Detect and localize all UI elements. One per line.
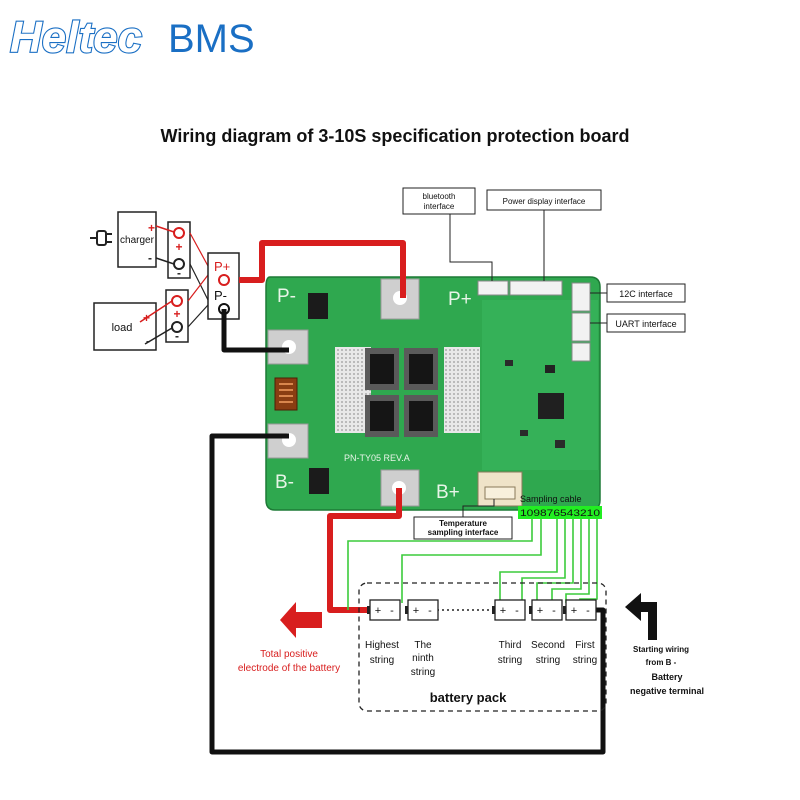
svg-text:+: + bbox=[173, 307, 180, 321]
starting-wiring-annotation: Starting wiring from B - Battery negativ… bbox=[625, 593, 704, 696]
sampling-pin-numbers: 109876543210 bbox=[520, 508, 600, 518]
battery-cell: +- Third string bbox=[492, 599, 526, 666]
brand-logo-bms: BMS bbox=[168, 17, 255, 61]
total-positive-annotation: Total positive electrode of the battery bbox=[238, 602, 340, 674]
red-wire-p-plus bbox=[239, 240, 406, 298]
battery-cell-minus: - bbox=[552, 605, 556, 617]
p-plus-label: P+ bbox=[214, 259, 230, 274]
bluetooth-label-line2: interface bbox=[424, 202, 455, 211]
total-positive-line1: Total positive bbox=[260, 649, 318, 660]
battery-cell-plus: + bbox=[537, 605, 543, 617]
battery-cell-label: Highest bbox=[365, 640, 399, 651]
battery-cell-label: First bbox=[575, 640, 595, 651]
battery-cell-label: Second bbox=[531, 640, 565, 651]
load-label: load bbox=[112, 322, 133, 334]
battery-cell-plus: + bbox=[571, 605, 577, 617]
battery-cell-terminal bbox=[367, 606, 370, 614]
uart-callout: UART interface bbox=[590, 313, 686, 333]
battery-cell-terminal bbox=[529, 606, 532, 614]
pcb-p-plus: P+ bbox=[448, 289, 472, 310]
p-terminal-block: P+ P- bbox=[207, 252, 240, 320]
starting-wiring-line4: negative terminal bbox=[630, 686, 704, 696]
battery-cell-minus: - bbox=[428, 605, 432, 617]
battery-cell-plus: + bbox=[413, 605, 419, 617]
starting-wiring-line2: from B - bbox=[646, 658, 677, 667]
pcb-p-minus: P- bbox=[277, 286, 296, 307]
black-wire-p-minus bbox=[221, 309, 289, 353]
battery-pack: battery pack bbox=[358, 582, 607, 712]
svg-text:+: + bbox=[175, 240, 182, 254]
battery-cells: +-Higheststring+-Theninthstring+-Thirdst… bbox=[365, 599, 597, 678]
plug-icon bbox=[90, 230, 112, 246]
sampling-cable-callout: Sampling cable 109876543210 bbox=[518, 494, 602, 519]
i2c-label: 12C interface bbox=[619, 289, 673, 299]
battery-cell: +- Highest string bbox=[365, 599, 401, 666]
bluetooth-label-line1: bluetooth bbox=[423, 192, 456, 201]
battery-cell-terminal bbox=[492, 606, 495, 614]
battery-cell-label: string bbox=[573, 655, 597, 666]
sampling-cable-label: Sampling cable bbox=[520, 494, 582, 504]
power-display-label: Power display interface bbox=[503, 197, 586, 206]
power-display-callout: Power display interface bbox=[486, 189, 602, 281]
svg-text:-: - bbox=[177, 266, 181, 280]
svg-text:+: + bbox=[143, 311, 150, 325]
diagram-title: Wiring diagram of 3-10S specification pr… bbox=[161, 126, 630, 146]
load-device: load + - + - bbox=[93, 289, 189, 351]
battery-cell-label: The bbox=[414, 640, 432, 651]
pcb-model: PN-TY05 REV.A bbox=[344, 453, 410, 463]
red-arrow-icon bbox=[280, 602, 322, 638]
svg-text:-: - bbox=[148, 251, 152, 265]
battery-cell-label: string bbox=[498, 655, 522, 666]
starting-wiring-line1: Starting wiring bbox=[633, 645, 689, 654]
pcb-b-plus: B+ bbox=[436, 482, 460, 503]
total-positive-line2: electrode of the battery bbox=[238, 663, 340, 674]
battery-cell-label: ninth bbox=[412, 653, 434, 664]
black-arrow-icon bbox=[625, 593, 657, 640]
battery-pack-label: battery pack bbox=[430, 690, 507, 705]
battery-cell-minus: - bbox=[390, 605, 394, 617]
battery-cell-label: string bbox=[411, 667, 435, 678]
battery-cell-terminal bbox=[563, 606, 566, 614]
battery-cell-plus: + bbox=[375, 605, 381, 617]
temperature-label-line1: Temperature bbox=[439, 519, 487, 528]
red-wire-b-plus bbox=[327, 488, 402, 613]
battery-cell-label: Third bbox=[499, 640, 522, 651]
temperature-callout: Temperature sampling interface bbox=[413, 499, 513, 540]
battery-cell-minus: - bbox=[586, 605, 590, 617]
svg-text:-: - bbox=[146, 334, 150, 348]
bms-pcb: P+ P- B+ B- PN-TY05 REV.A bbox=[265, 276, 601, 511]
charger-device: charger + - + - bbox=[90, 211, 191, 280]
brand-logo: Heltec BMS bbox=[9, 12, 255, 63]
battery-cell-minus: - bbox=[515, 605, 519, 617]
battery-cell: +- First string bbox=[563, 599, 597, 666]
brand-logo-heltec: Heltec bbox=[10, 13, 142, 62]
battery-cell-plus: + bbox=[500, 605, 506, 617]
p-minus-label: P- bbox=[214, 288, 227, 303]
temperature-label-line2: sampling interface bbox=[428, 528, 499, 537]
bluetooth-callout: bluetooth interface bbox=[402, 187, 493, 281]
starting-wiring-line3: Battery bbox=[651, 672, 682, 682]
uart-label: UART interface bbox=[615, 319, 676, 329]
battery-cell-label: string bbox=[536, 655, 560, 666]
svg-text:+: + bbox=[148, 221, 155, 235]
i2c-callout: 12C interface bbox=[590, 283, 686, 303]
svg-text:-: - bbox=[175, 329, 179, 343]
black-wire-b-minus bbox=[209, 433, 606, 755]
battery-cell: +- The ninth string bbox=[405, 599, 439, 678]
battery-cell-terminal bbox=[405, 606, 408, 614]
battery-cell: +- Second string bbox=[529, 599, 565, 666]
charger-label: charger bbox=[120, 235, 155, 246]
sampling-wires bbox=[347, 519, 598, 610]
pcb-b-minus: B- bbox=[275, 472, 294, 493]
battery-cell-label: string bbox=[370, 655, 394, 666]
